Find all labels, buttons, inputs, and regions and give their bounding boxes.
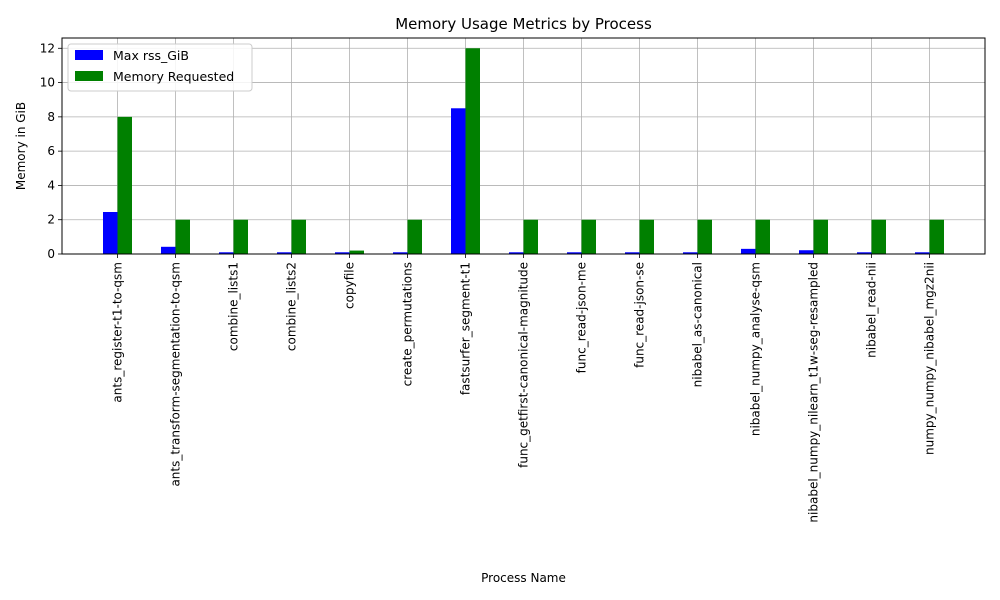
bar-memory-requested-fastsurfer-segment-t1	[465, 48, 480, 255]
bar-memory-requested-numpy-numpy-nibabel-mgz2nii	[929, 219, 944, 254]
bar-memory-requested-nibabel-as-canonical	[697, 219, 712, 254]
bar-max-rss-gib-create-permutations	[393, 252, 408, 254]
y-tick-label: 6	[47, 144, 55, 158]
bar-memory-requested-func-getfirst-canonical-magnitude	[523, 219, 538, 254]
legend-swatch-memory-requested	[75, 71, 103, 81]
bar-memory-requested-create-permutations	[407, 219, 422, 254]
bar-memory-requested-func-read-json-me	[581, 219, 596, 254]
bar-max-rss-gib-ants-register-t1-to-qsm	[103, 212, 118, 254]
bar-memory-requested-copyfile	[349, 250, 364, 254]
bar-memory-requested-combine-lists2	[291, 219, 306, 254]
x-axis: ants_register-t1-to-qsm ants_transform-se…	[111, 254, 937, 523]
x-tick-label-copyfile: copyfile	[343, 262, 357, 309]
bar-max-rss-gib-numpy-numpy-nibabel-mgz2nii	[915, 252, 930, 254]
bar-memory-requested-nibabel-read-nii	[871, 219, 886, 254]
legend: Max rss_GiB Memory Requested	[67, 43, 253, 92]
x-tick-label-nibabel-as-canonical: nibabel_as-canonical	[691, 262, 705, 387]
bar-max-rss-gib-nibabel-read-nii	[857, 252, 872, 254]
bar-memory-requested-func-read-json-se	[639, 219, 654, 254]
x-tick-label-combine-lists1: combine_lists1	[227, 262, 241, 351]
bar-max-rss-gib-func-getfirst-canonical-magnitude	[509, 252, 524, 254]
bar-max-rss-gib-func-read-json-se	[625, 252, 640, 254]
bar-max-rss-gib-combine-lists1	[219, 252, 234, 254]
bar-memory-requested-nibabel-numpy-analyse-qsm	[755, 219, 770, 254]
y-axis-title: Memory in GiB	[14, 102, 28, 190]
y-tick-label: 8	[47, 110, 55, 124]
x-tick-label-numpy-numpy-nibabel-mgz2nii: numpy_numpy_nibabel_mgz2nii	[923, 262, 937, 455]
bar-max-rss-gib-fastsurfer-segment-t1	[451, 108, 466, 255]
bar-memory-requested-ants-register-t1-to-qsm	[117, 116, 132, 254]
bar-max-rss-gib-nibabel-numpy-nilearn-t1w-seg-resampled	[799, 250, 814, 254]
bars	[103, 48, 944, 255]
bar-memory-requested-combine-lists1	[233, 219, 248, 254]
x-tick-label-nibabel-read-nii: nibabel_read-nii	[865, 262, 879, 358]
x-tick-label-func-read-json-me: func_read-json-me	[575, 262, 589, 373]
legend-label-memory-requested: Memory Requested	[113, 69, 234, 84]
x-axis-title: Process Name	[481, 571, 566, 585]
legend-label-max-rss: Max rss_GiB	[113, 48, 189, 63]
y-axis: 0 2 4 6 8 10 12	[40, 41, 62, 261]
y-tick-label: 0	[47, 247, 55, 261]
x-tick-label-nibabel-numpy-analyse-qsm: nibabel_numpy_analyse-qsm	[749, 262, 763, 436]
y-tick-label: 10	[40, 76, 55, 90]
chart-title: Memory Usage Metrics by Process	[395, 15, 652, 33]
x-tick-label-ants-register-t1-to-qsm: ants_register-t1-to-qsm	[111, 262, 125, 403]
bar-max-rss-gib-nibabel-numpy-analyse-qsm	[741, 248, 756, 254]
bar-max-rss-gib-ants-transform-segmentation-to-qsm	[161, 246, 176, 254]
x-tick-label-combine-lists2: combine_lists2	[285, 262, 299, 351]
legend-swatch-max-rss	[75, 50, 103, 60]
bar-max-rss-gib-copyfile	[335, 252, 350, 254]
x-tick-label-nibabel-numpy-nilearn-t1w-seg-resampled: nibabel_numpy_nilearn_t1w-seg-resampled	[807, 262, 821, 523]
bar-memory-requested-ants-transform-segmentation-to-qsm	[175, 219, 190, 254]
y-tick-label: 2	[47, 213, 55, 227]
legend-box	[67, 43, 253, 92]
bar-max-rss-gib-func-read-json-me	[567, 252, 582, 254]
bar-memory-requested-nibabel-numpy-nilearn-t1w-seg-resampled	[813, 219, 828, 254]
x-tick-label-func-read-json-se: func_read-json-se	[633, 262, 647, 368]
bar-max-rss-gib-nibabel-as-canonical	[683, 252, 698, 254]
x-tick-label-ants-transform-segmentation-to-qsm: ants_transform-segmentation-to-qsm	[169, 262, 183, 487]
x-tick-label-func-getfirst-canonical-magnitude: func_getfirst-canonical-magnitude	[517, 262, 531, 468]
y-tick-label: 4	[47, 178, 55, 192]
x-tick-label-fastsurfer-segment-t1: fastsurfer_segment-t1	[459, 262, 473, 395]
bar-max-rss-gib-combine-lists2	[277, 252, 292, 254]
y-tick-label: 12	[40, 41, 55, 55]
x-tick-label-create-permutations: create_permutations	[401, 262, 415, 386]
